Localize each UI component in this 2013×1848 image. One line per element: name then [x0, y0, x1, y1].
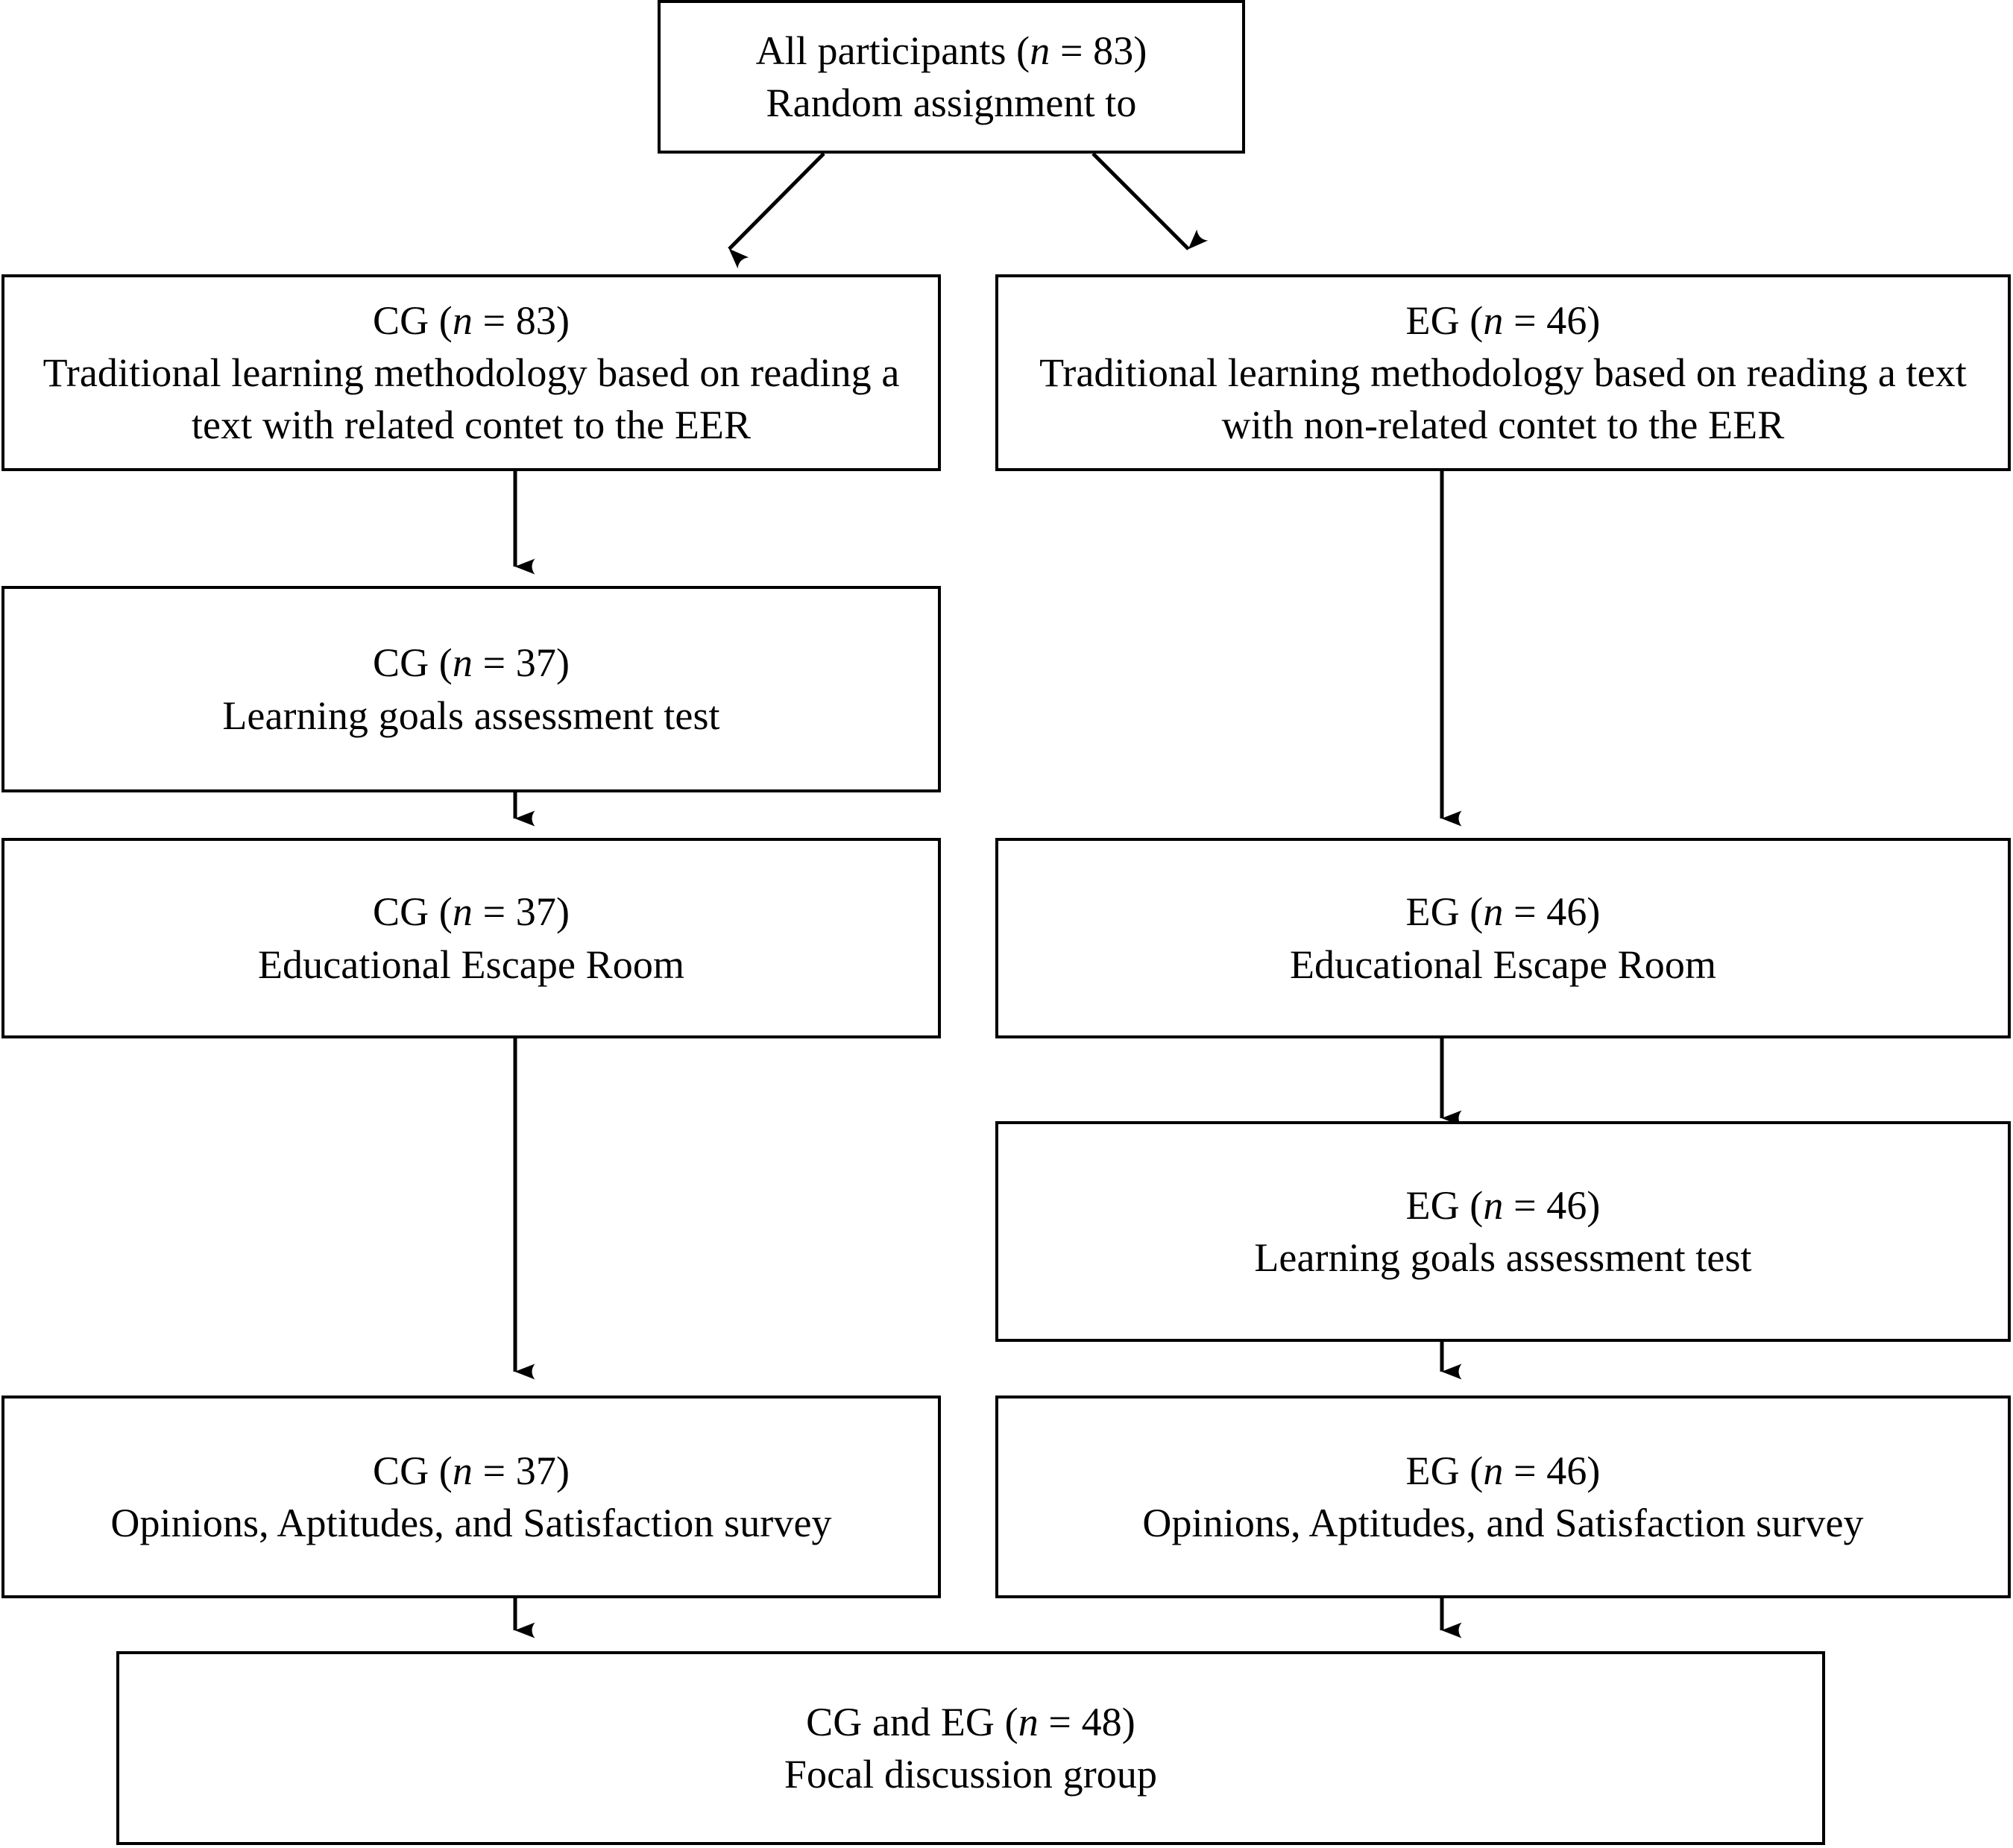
node-cg-method[interactable]: CG (n = 83) Traditional learning methodo… [1, 274, 941, 471]
edge-all-to-cg [728, 152, 825, 269]
node-all-participants-line1: All participants (n = 83) [755, 28, 1147, 73]
node-all-participants-line2: Random assignment to [766, 81, 1137, 125]
node-cg-method-line2: Traditional learning methodology based o… [42, 350, 900, 448]
node-eg-method-line1: EG (n = 46) [1405, 297, 1601, 343]
node-focal-group[interactable]: CG and EG (n = 48) Focal discussion grou… [116, 1651, 1825, 1845]
node-eg-survey-line1: EG (n = 46) [1405, 1448, 1601, 1493]
node-cg-assessment[interactable]: CG (n = 37) Learning goals assessment te… [1, 586, 941, 792]
node-cg-survey-line2: Opinions, Aptitudes, and Satisfaction su… [110, 1501, 832, 1545]
node-eg-escape-room-line2: Educational Escape Room [1289, 942, 1717, 987]
node-focal-group-line2: Focal discussion group [784, 1752, 1158, 1797]
node-cg-escape-room-line2: Educational Escape Room [257, 942, 685, 987]
node-eg-escape-room-line1: EG (n = 46) [1405, 889, 1601, 935]
node-eg-method[interactable]: EG (n = 46) Traditional learning methodo… [995, 274, 2011, 471]
node-eg-assessment-line1: EG (n = 46) [1405, 1182, 1601, 1228]
node-eg-method-line2: Traditional learning methodology based o… [1039, 350, 1967, 448]
node-cg-method-line1: CG (n = 83) [372, 297, 570, 343]
node-focal-group-line1: CG and EG (n = 48) [806, 1699, 1135, 1744]
node-eg-assessment-line2: Learning goals assessment test [1254, 1235, 1752, 1280]
node-cg-assessment-line2: Learning goals assessment test [222, 693, 720, 738]
node-cg-survey[interactable]: CG (n = 37) Opinions, Aptitudes, and Sat… [1, 1396, 941, 1598]
node-cg-assessment-line1: CG (n = 37) [372, 640, 570, 686]
edge-all-to-eg [1091, 152, 1209, 250]
node-all-participants[interactable]: All participants (n = 83) Random assignm… [658, 0, 1245, 154]
node-cg-escape-room-line1: CG (n = 37) [372, 889, 570, 935]
node-cg-escape-room[interactable]: CG (n = 37) Educational Escape Room [1, 838, 941, 1038]
node-eg-escape-room[interactable]: EG (n = 46) Educational Escape Room [995, 838, 2011, 1038]
node-cg-survey-line1: CG (n = 37) [372, 1448, 570, 1493]
node-eg-assessment[interactable]: EG (n = 46) Learning goals assessment te… [995, 1121, 2011, 1342]
node-eg-survey-line2: Opinions, Aptitudes, and Satisfaction su… [1142, 1501, 1864, 1545]
node-eg-survey[interactable]: EG (n = 46) Opinions, Aptitudes, and Sat… [995, 1396, 2011, 1598]
